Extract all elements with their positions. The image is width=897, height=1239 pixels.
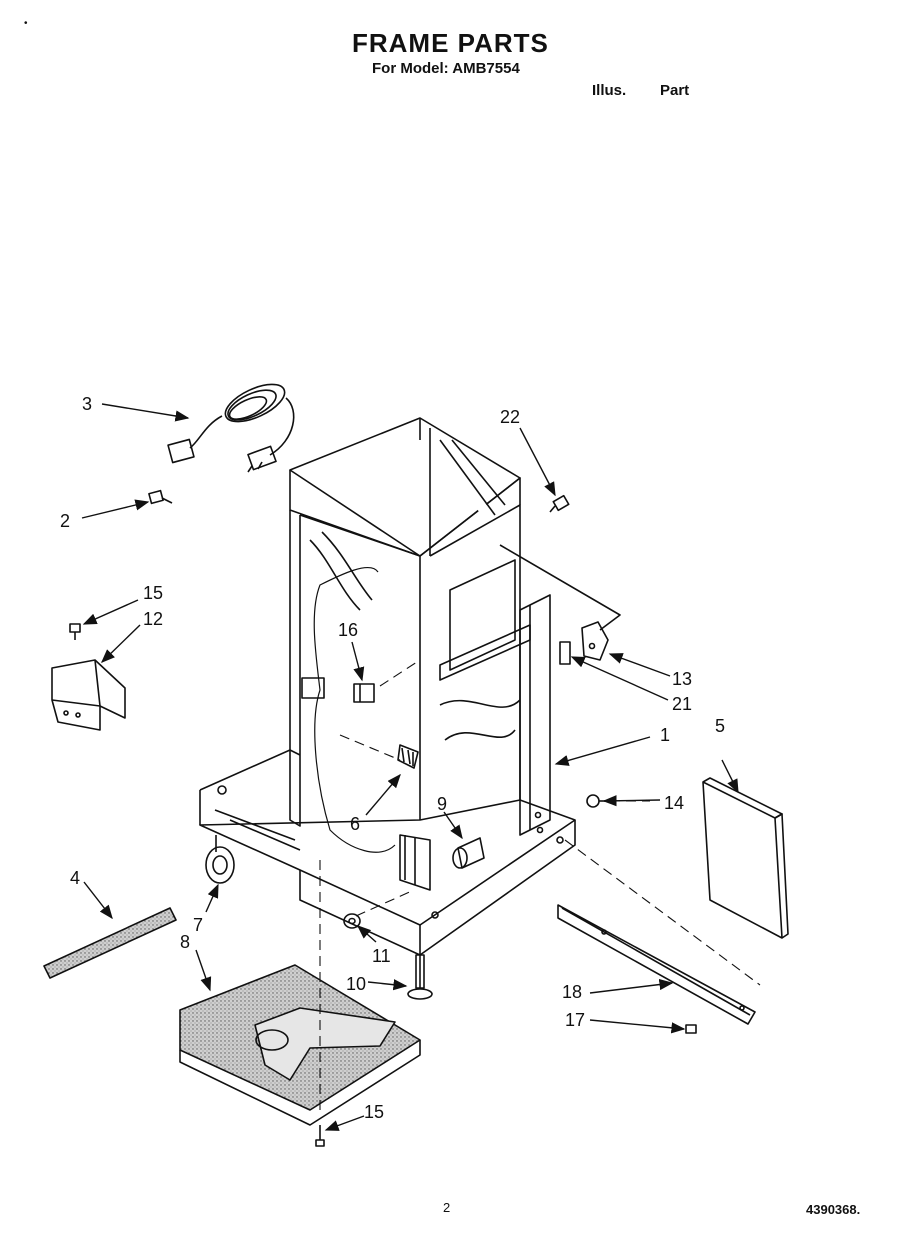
connector-part-16 xyxy=(353,683,375,703)
screw-part-2 xyxy=(148,489,173,505)
rail-part-18 xyxy=(557,904,756,1034)
bottom-tray-part-8 xyxy=(179,964,421,1147)
callout-14: 14 xyxy=(664,793,684,813)
screw-part-22 xyxy=(549,494,570,513)
foam-strip-part-4 xyxy=(43,907,177,979)
page-title: FRAME PARTS xyxy=(352,28,549,58)
corner-mark: • xyxy=(24,18,28,29)
callout-6: 6 xyxy=(350,814,360,834)
nut-part-11 xyxy=(343,913,361,929)
callout-22: 22 xyxy=(500,407,520,427)
callout-13: 13 xyxy=(672,669,692,689)
callout-4: 4 xyxy=(70,868,80,888)
power-cord-part xyxy=(167,383,295,473)
page-number: 2 xyxy=(443,1200,451,1215)
switch-part-9 xyxy=(452,837,485,869)
callout-12: 12 xyxy=(143,609,163,629)
callout-2: 2 xyxy=(60,511,70,531)
bracket-part-12 xyxy=(51,623,126,731)
callout-8: 8 xyxy=(180,932,190,952)
callout-7: 7 xyxy=(193,915,203,935)
leader-arrows xyxy=(81,403,739,1131)
callout-18: 18 xyxy=(562,982,582,1002)
callout-9: 9 xyxy=(437,794,447,814)
column-header-illus: Illus. xyxy=(592,82,627,99)
bracket-part-13 xyxy=(581,621,609,661)
callout-labels: 1 2 3 4 5 6 7 8 9 10 11 12 13 14 15 15 1… xyxy=(60,394,725,1122)
plate-part-21 xyxy=(559,641,571,665)
wire-connector-part-6 xyxy=(397,744,419,769)
callout-10: 10 xyxy=(346,974,366,994)
main-frame-part xyxy=(199,417,621,956)
model-subtitle: For Model: AMB7554 xyxy=(372,60,520,77)
callout-1: 1 xyxy=(660,725,670,745)
caster-part-7 xyxy=(205,835,235,884)
callout-16: 16 xyxy=(338,620,358,640)
document-number: 4390368. xyxy=(806,1202,861,1217)
callout-21: 21 xyxy=(672,694,692,714)
callout-15-lower: 15 xyxy=(364,1102,384,1122)
callout-17: 17 xyxy=(565,1010,585,1030)
leveling-leg-part-10 xyxy=(407,954,433,1000)
callout-5: 5 xyxy=(715,716,725,736)
side-panel-part-5 xyxy=(702,777,789,939)
callout-3: 3 xyxy=(82,394,92,414)
callout-15-upper: 15 xyxy=(143,583,163,603)
callout-11: 11 xyxy=(372,946,391,966)
column-header-part: Part xyxy=(660,82,690,99)
